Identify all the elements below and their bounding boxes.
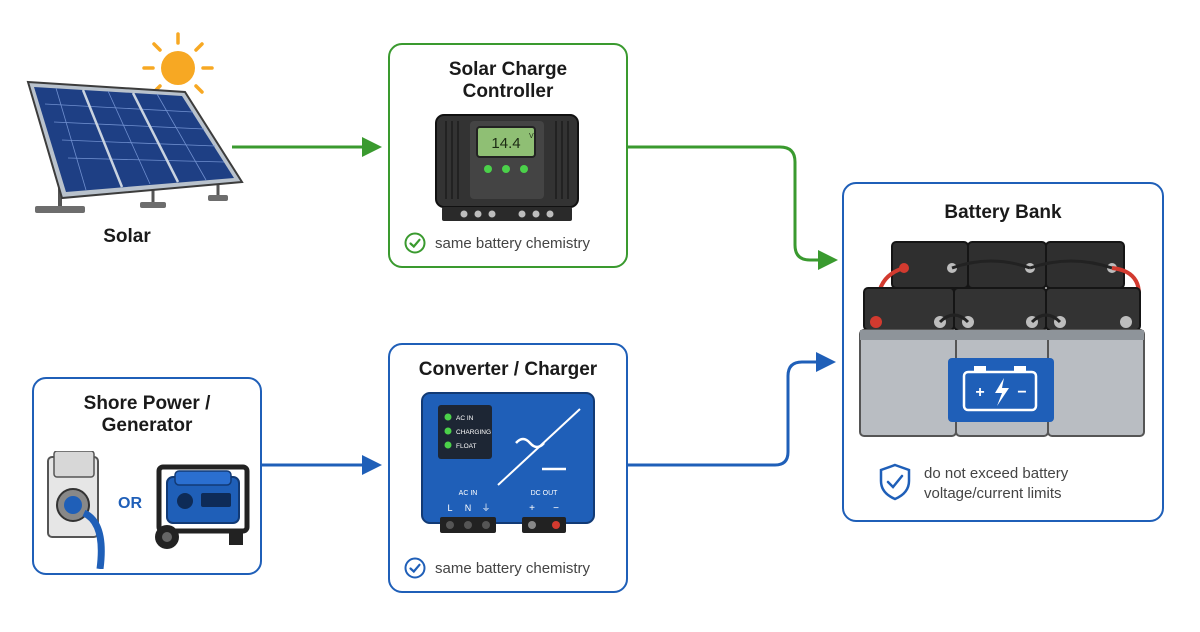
- battery-bank-title: Battery Bank: [944, 202, 1062, 223]
- arrow-shore-to-converter: [262, 455, 382, 475]
- or-label: OR: [118, 495, 142, 512]
- battery-bank-note: do not exceed battery voltage/current li…: [924, 465, 1069, 502]
- terminal-n: N: [465, 503, 472, 513]
- converter-device-icon: AC IN CHARGING FLOAT AC IN DC OUT L N ⏚ …: [421, 392, 595, 533]
- generator-icon: [155, 464, 250, 549]
- charge-controller-title: Solar Charge Controller: [448, 59, 568, 102]
- charge-controller-note: same battery chemistry: [435, 235, 591, 252]
- terminal-minus: −: [553, 503, 559, 514]
- converter-title: Converter / Charger: [418, 359, 598, 380]
- check-circle-icon: [404, 232, 426, 254]
- lcd-unit: V: [529, 133, 534, 140]
- shore-power-title: Shore Power / Generator: [83, 393, 211, 436]
- shore-power-outlet-icon: [47, 451, 105, 569]
- solar-panel-icon: [26, 80, 244, 213]
- terminal-plus: +: [529, 503, 535, 514]
- led-label-ac-in: AC IN: [456, 415, 474, 422]
- check-circle-icon: [404, 557, 426, 579]
- converter-note: same battery chemistry: [435, 560, 591, 577]
- led-label-float: FLOAT: [456, 443, 476, 450]
- terminal-l: L: [447, 503, 452, 513]
- svg-text:−: −: [1017, 384, 1026, 401]
- led-label-charging: CHARGING: [456, 429, 491, 436]
- battery-bank-box: Battery Bank: [842, 182, 1164, 522]
- charge-controller-box: Solar Charge Controller 14.4 V same batt…: [388, 43, 628, 268]
- ac-in-label: AC IN: [459, 490, 478, 497]
- dc-out-label: DC OUT: [531, 490, 559, 497]
- converter-box: Converter / Charger AC IN CHARGING FLOAT…: [388, 343, 628, 593]
- lcd-reading: 14.4: [491, 135, 520, 152]
- shield-check-icon: [879, 463, 911, 501]
- terminal-ground: ⏚: [481, 503, 490, 513]
- solar-label: Solar: [103, 226, 151, 247]
- svg-text:+: +: [975, 384, 984, 401]
- battery-bank-icon: + −: [859, 241, 1145, 437]
- solar-section: Solar: [20, 30, 250, 260]
- charge-controller-device-icon: 14.4 V: [435, 114, 579, 221]
- arrow-solar-to-controller: [232, 137, 382, 157]
- arrow-converter-to-battery: [628, 352, 836, 467]
- shore-power-box: Shore Power / Generator OR: [32, 377, 262, 575]
- arrow-controller-to-battery: [628, 145, 838, 270]
